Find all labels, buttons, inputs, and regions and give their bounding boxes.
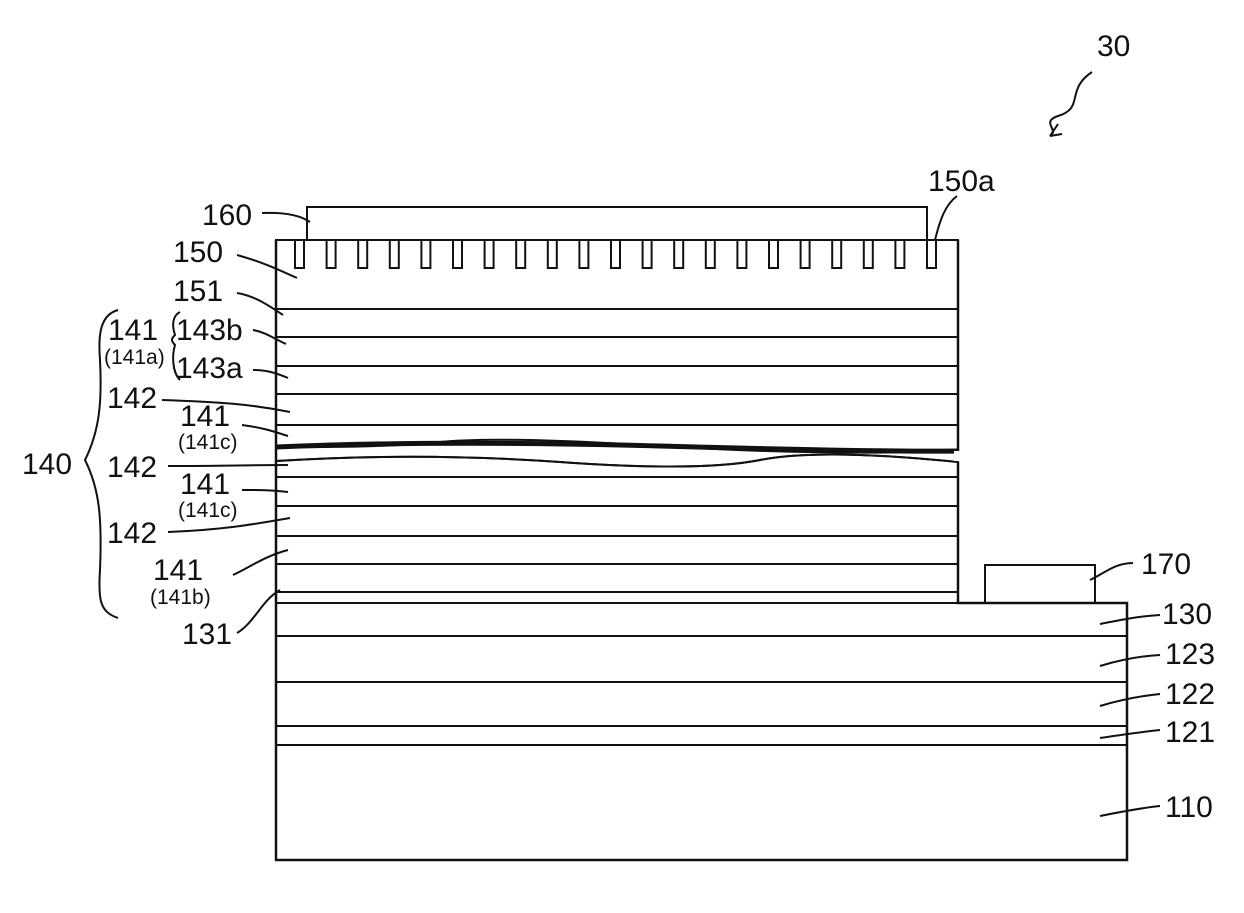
label-160: 160 (202, 199, 252, 232)
trench-150a (864, 240, 873, 268)
trench-150a (579, 240, 588, 268)
label-142-a: 142 (107, 382, 157, 415)
trench-150a (737, 240, 746, 268)
label-143b: 143b (176, 314, 243, 347)
label-131: 131 (182, 618, 232, 651)
label-130: 130 (1162, 598, 1212, 631)
layer-122 (276, 682, 1127, 726)
trench-150a (358, 240, 367, 268)
label-142-c: 142 (107, 517, 157, 550)
trench-150a (895, 240, 904, 268)
layer-143a (276, 366, 958, 394)
layer-130 (276, 603, 1127, 636)
label-150: 150 (173, 236, 223, 269)
trench-150a (453, 240, 462, 268)
trench-group-150a (295, 240, 936, 268)
trench-150a (769, 240, 778, 268)
label-150a: 150a (928, 165, 995, 198)
trench-150a (516, 240, 525, 268)
layer-121 (276, 726, 1127, 745)
label-151: 151 (173, 275, 223, 308)
layer-123 (276, 636, 1127, 682)
layer-131-141b (276, 564, 958, 592)
trench-150a (390, 240, 399, 268)
label-110: 110 (1165, 791, 1213, 824)
electrode-160 (307, 207, 927, 240)
label-122: 122 (1165, 678, 1215, 711)
trench-150a (485, 240, 494, 268)
trench-150a (295, 240, 304, 268)
trench-150a (548, 240, 557, 268)
layer-141-lower (276, 536, 958, 564)
label-140: 140 (22, 448, 72, 481)
label-141c-1: (141c) (178, 431, 238, 454)
label-143a: 143a (176, 352, 243, 385)
trench-150a (706, 240, 715, 268)
trench-150a (801, 240, 810, 268)
label-123: 123 (1165, 638, 1215, 671)
layer-143b (276, 337, 958, 366)
label-142-b: 142 (107, 451, 157, 484)
label-141-c1: 141 (180, 400, 230, 433)
break-line-lower (276, 454, 958, 466)
label-30: 30 (1097, 30, 1130, 63)
label-141-b: 141 (153, 554, 203, 587)
break-line-upper (276, 443, 958, 451)
trench-150a (674, 240, 683, 268)
layer-151 (276, 309, 958, 337)
trench-150a (643, 240, 652, 268)
electrode-170 (985, 565, 1095, 603)
label-141c-2: (141c) (178, 499, 238, 522)
trench-150a (611, 240, 620, 268)
label-141a: (141a) (104, 346, 165, 369)
mesa-outline (276, 240, 1127, 860)
layer-142-lower (276, 506, 958, 536)
trench-150a (927, 240, 936, 268)
label-141-top: 141 (108, 314, 158, 347)
label-170: 170 (1141, 548, 1191, 581)
trench-150a (421, 240, 430, 268)
layer-142-upper (276, 394, 958, 425)
trench-150a (832, 240, 841, 268)
label-141-c2: 141 (180, 468, 230, 501)
layer-141c-lower (276, 477, 958, 506)
label-141b: (141b) (150, 586, 211, 609)
trench-150a (327, 240, 336, 268)
layer-110-substrate (276, 745, 1127, 860)
label-121: 121 (1165, 716, 1215, 749)
